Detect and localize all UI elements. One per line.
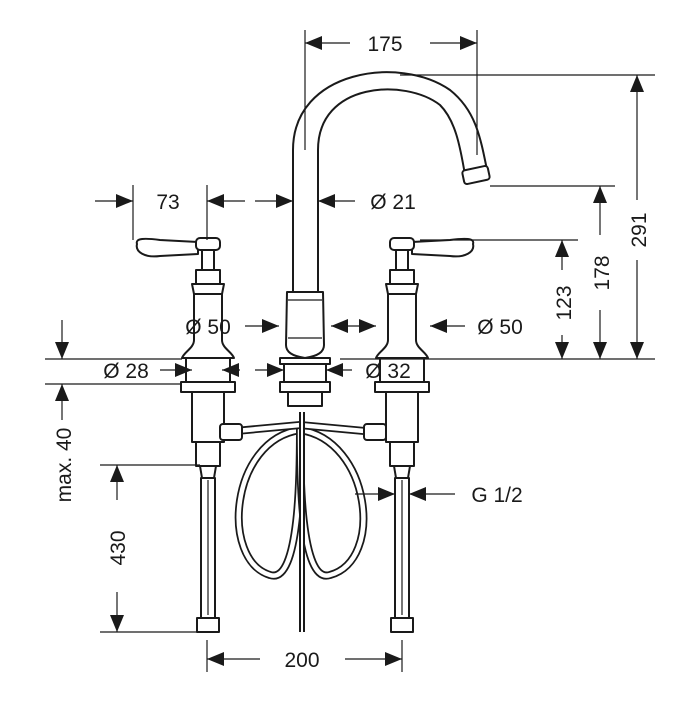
dimension-lines [55,36,644,666]
label-valve-shank-diameter: Ø 28 [103,360,149,383]
label-handle-height: 123 [553,285,576,320]
extension-lines [45,30,655,672]
label-spout-shank-diameter: Ø 32 [365,360,411,383]
label-spout-outlet-height: 178 [591,255,614,290]
label-max-deck-thickness: max. 40 [53,428,76,503]
faucet-assembly [135,71,491,633]
label-valve-spacing: 200 [284,649,319,672]
label-handle-offset: 73 [156,191,179,214]
spout [279,71,491,632]
label-spout-diameter: Ø 21 [370,191,416,214]
label-body-diameter-left: Ø 50 [185,316,231,339]
left-valve [135,237,243,633]
dimension-labels: 175 73 Ø 21 291 178 123 Ø 50 Ø 50 Ø 28 Ø… [53,33,651,672]
label-total-height: 291 [628,212,651,247]
label-hose-length: 430 [107,530,130,565]
label-spout-reach: 175 [367,33,402,56]
label-connection-thread: G 1/2 [471,484,522,507]
right-valve [363,237,475,633]
label-body-diameter-right: Ø 50 [477,316,523,339]
